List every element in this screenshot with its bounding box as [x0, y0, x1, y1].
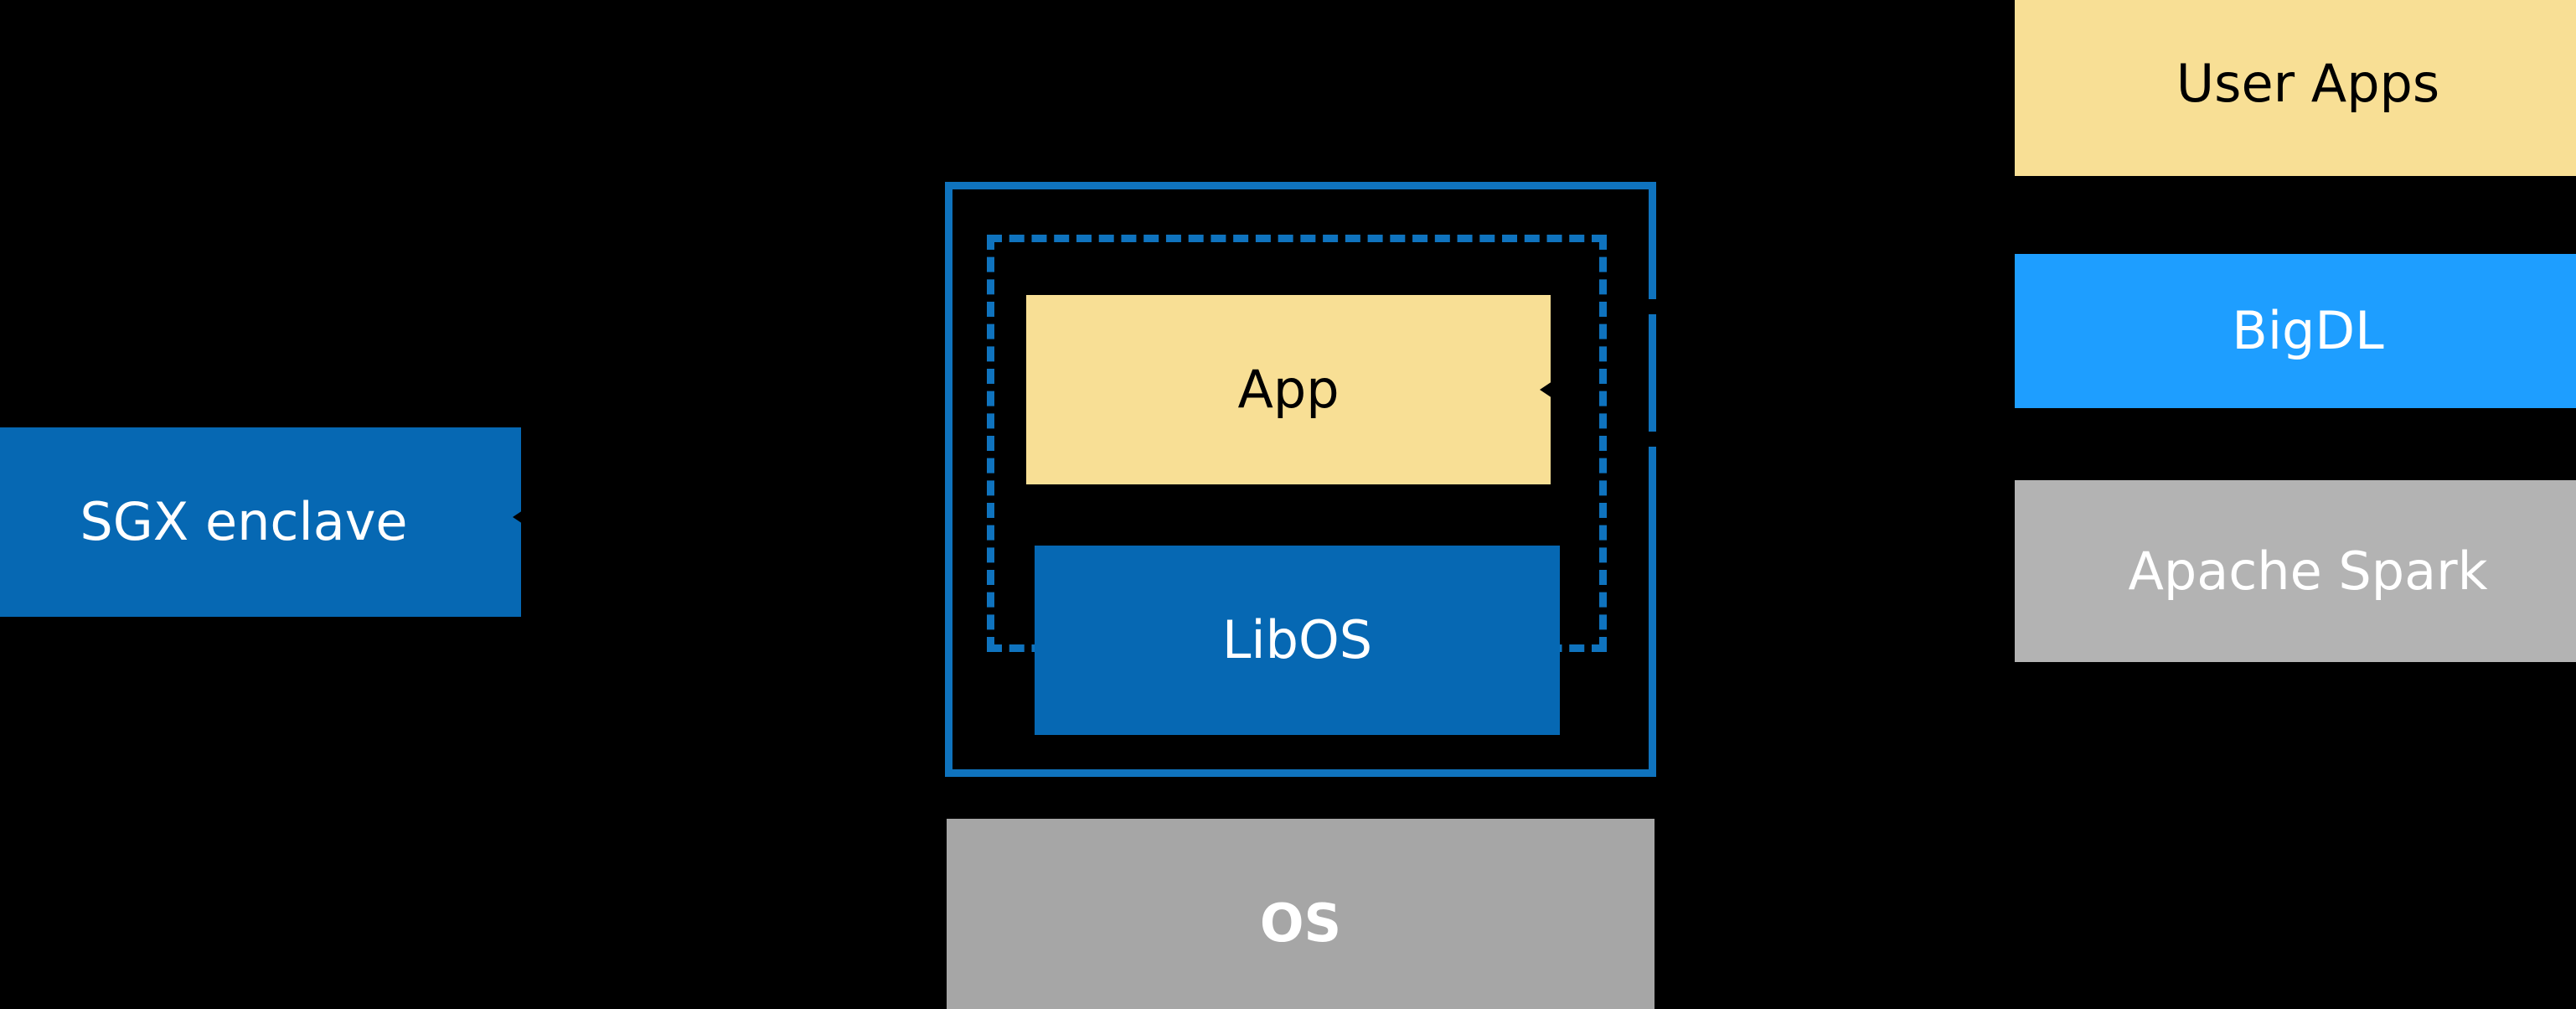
app-box: App — [1026, 295, 1551, 484]
os-box: OS — [947, 819, 1655, 1009]
apache-spark-box: Apache Spark — [2015, 480, 2576, 662]
enclave-solid-frame — [945, 182, 1656, 777]
user-apps-label: User Apps — [2176, 53, 2440, 114]
app-label: App — [1237, 359, 1340, 420]
sgx-enclave-box: SGX enclave — [0, 427, 521, 617]
bigdl-box: BigDL — [2015, 254, 2576, 408]
libos-label: LibOS — [1221, 609, 1373, 670]
libos-box: LibOS — [1035, 546, 1560, 735]
bigdl-label: BigDL — [2232, 300, 2384, 361]
app-arrow-icon — [1540, 380, 1555, 400]
apache-spark-label: Apache Spark — [2128, 540, 2488, 602]
sgx-enclave-arrow-icon — [513, 507, 528, 527]
os-label: OS — [1259, 893, 1342, 954]
user-apps-box: User Apps — [2015, 0, 2576, 176]
sgx-enclave-label: SGX enclave — [80, 491, 408, 552]
